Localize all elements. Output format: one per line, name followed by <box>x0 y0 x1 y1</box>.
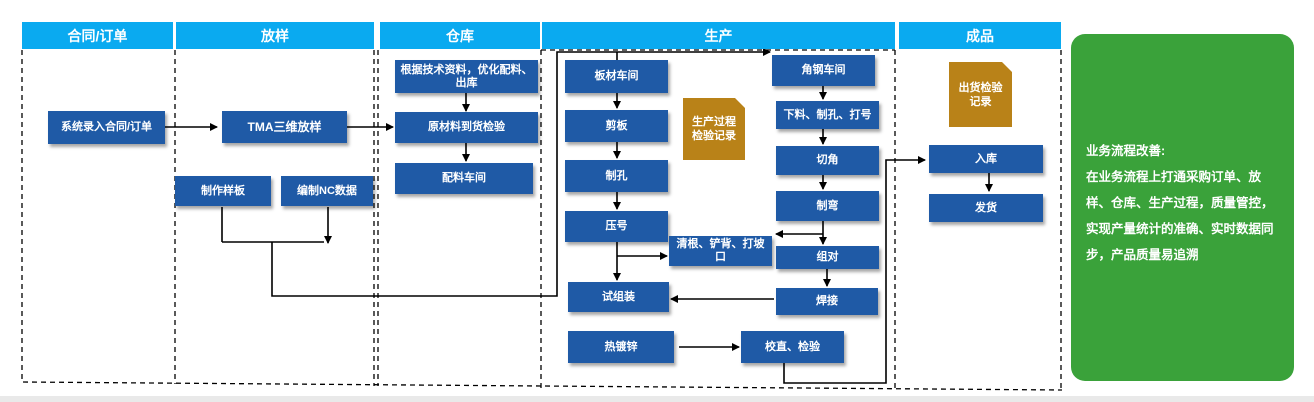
node-make-template: 制作样板 <box>175 176 271 206</box>
node-batching-workshop: 配料车间 <box>395 163 533 194</box>
header-finished: 成品 <box>899 22 1061 49</box>
node-order-entry: 系统录入合同/订单 <box>48 111 165 144</box>
improvement-panel: 业务流程改善: 在业务流程上打通采购订单、放样、仓库、生产过程，质量管控，实现产… <box>1071 34 1294 381</box>
node-angle-workshop: 角钢车间 <box>772 55 875 86</box>
header-warehouse: 仓库 <box>380 22 540 49</box>
node-corner-cut: 切角 <box>776 146 879 175</box>
node-plate-workshop: 板材车间 <box>565 60 668 93</box>
node-welding: 焊接 <box>776 288 878 315</box>
node-shearing: 剪板 <box>565 110 668 142</box>
node-trial-assembly: 试组装 <box>568 282 669 312</box>
node-cut-drill-mark: 下料、制孔、打号 <box>776 101 879 129</box>
node-tech-docs: 根据技术资料，优化配料、出库 <box>395 60 538 93</box>
node-shipping: 发货 <box>929 194 1043 222</box>
header-lofting: 放样 <box>176 22 374 49</box>
doc-production-record: 生产过程检验记录 <box>683 98 745 160</box>
node-tma-lofting: TMA三维放样 <box>222 111 347 143</box>
node-material-inspection: 原材料到货检验 <box>395 112 538 143</box>
header-production: 生产 <box>542 22 895 49</box>
node-straightening: 校直、检验 <box>741 331 844 363</box>
node-stamping: 压号 <box>565 211 668 242</box>
footer-divider <box>0 396 1314 402</box>
header-contract: 合同/订单 <box>22 22 173 49</box>
node-storage-in: 入库 <box>929 145 1043 173</box>
node-hole-making: 制孔 <box>565 160 668 192</box>
node-bending: 制弯 <box>776 191 879 221</box>
lane-borders <box>21 49 1063 391</box>
improvement-body: 在业务流程上打通采购订单、放样、仓库、生产过程，质量管控，实现产量统计的准确、实… <box>1086 170 1274 262</box>
node-galvanizing: 热镀锌 <box>568 331 674 363</box>
improvement-title: 业务流程改善: <box>1086 144 1166 158</box>
node-cleaning: 清根、铲背、打坡口 <box>669 236 772 266</box>
node-group-pair: 组对 <box>776 246 879 269</box>
doc-shipping-record: 出货检验记录 <box>949 62 1012 127</box>
node-nc-data: 编制NC数据 <box>281 176 373 206</box>
